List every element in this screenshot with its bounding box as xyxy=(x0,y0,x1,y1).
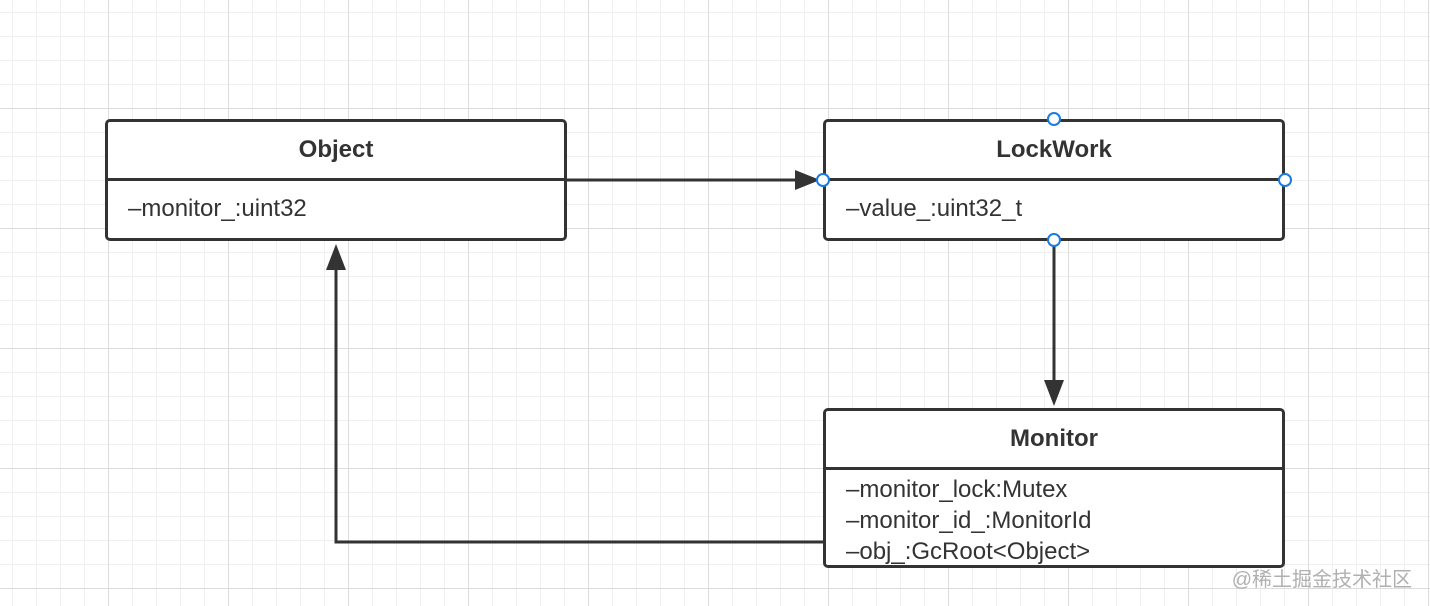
attribute-row: –monitor_id_:MonitorId xyxy=(846,507,1092,534)
class-box-object[interactable]: Object –monitor_:uint32 xyxy=(105,119,567,241)
class-attributes-lockwork: –value_:uint32_t xyxy=(826,181,1282,223)
class-name-lockwork: LockWork xyxy=(826,122,1282,181)
connection-handle-left[interactable] xyxy=(816,173,830,187)
arrowhead xyxy=(1044,380,1064,406)
connector-line xyxy=(334,268,823,544)
arrowhead xyxy=(326,244,346,270)
class-box-lockwork[interactable]: LockWork –value_:uint32_t xyxy=(823,119,1285,241)
class-attributes-object: –monitor_:uint32 xyxy=(108,181,564,223)
arrow-lockwork-to-monitor[interactable] xyxy=(1044,241,1064,406)
arrow-object-to-lockwork[interactable] xyxy=(567,170,820,190)
connection-handle-bottom[interactable] xyxy=(1047,233,1061,247)
connection-handle-right[interactable] xyxy=(1278,173,1292,187)
attribute-row: –monitor_:uint32 xyxy=(128,195,307,222)
class-box-monitor[interactable]: Monitor –monitor_lock:Mutex –monitor_id_… xyxy=(823,408,1285,568)
attribute-row: –monitor_lock:Mutex xyxy=(846,476,1068,503)
arrow-monitor-to-object[interactable] xyxy=(326,244,823,544)
arrowhead xyxy=(795,170,820,190)
connection-handle-top[interactable] xyxy=(1047,112,1061,126)
attribute-row: –value_:uint32_t xyxy=(846,195,1023,222)
class-attributes-monitor: –monitor_lock:Mutex –monitor_id_:Monitor… xyxy=(826,470,1282,567)
class-name-monitor: Monitor xyxy=(826,411,1282,470)
class-name-object: Object xyxy=(108,122,564,181)
watermark: @稀土掘金技术社区 xyxy=(1231,569,1412,591)
attribute-row: –obj_:GcRoot<Object> xyxy=(846,538,1091,565)
